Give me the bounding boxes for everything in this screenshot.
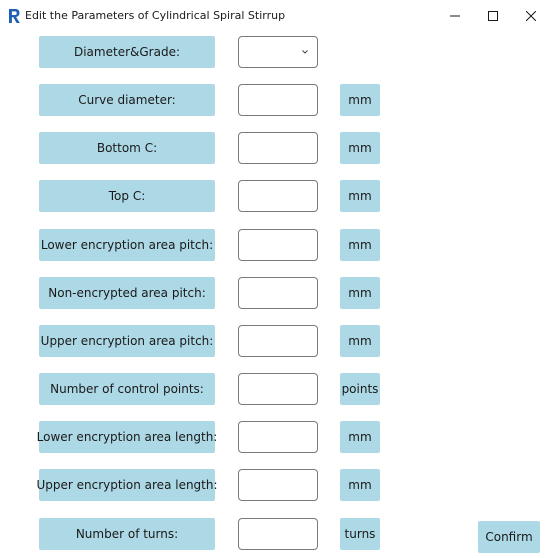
revit-r-icon	[7, 8, 21, 24]
diameter-grade-select[interactable]	[238, 36, 318, 68]
form-row-upper-encryption-length: Upper encryption area length: mm	[0, 469, 550, 501]
upper-encryption-pitch-label: Upper encryption area pitch:	[39, 325, 215, 357]
form-row-non-encrypted-pitch: Non-encrypted area pitch: mm	[0, 277, 550, 309]
form-row-number-of-turns: Number of turns: turns	[0, 518, 550, 550]
close-button[interactable]	[512, 0, 550, 31]
control-points-input[interactable]	[238, 373, 318, 405]
control-points-label: Number of control points:	[39, 373, 215, 405]
diameter-grade-label: Diameter&Grade:	[39, 36, 215, 68]
lower-encryption-pitch-unit: mm	[340, 229, 380, 261]
upper-encryption-pitch-unit: mm	[340, 325, 380, 357]
form-row-lower-encryption-length: Lower encryption area length: mm	[0, 421, 550, 453]
minimize-button[interactable]	[436, 0, 474, 31]
bottom-c-label: Bottom C:	[39, 132, 215, 164]
form-row-bottom-c: Bottom C: mm	[0, 132, 550, 164]
maximize-button[interactable]	[474, 0, 512, 31]
non-encrypted-pitch-unit: mm	[340, 277, 380, 309]
form-row-lower-encryption-pitch: Lower encryption area pitch: mm	[0, 229, 550, 261]
curve-diameter-label: Curve diameter:	[39, 84, 215, 116]
form-row-curve-diameter: Curve diameter: mm	[0, 84, 550, 116]
upper-encryption-length-label: Upper encryption area length:	[36, 469, 218, 501]
non-encrypted-pitch-label: Non-encrypted area pitch:	[39, 277, 215, 309]
curve-diameter-input[interactable]	[238, 84, 318, 116]
top-c-input[interactable]	[238, 180, 318, 212]
title-bar[interactable]: Edit the Parameters of Cylindrical Spira…	[0, 0, 550, 31]
lower-encryption-pitch-input[interactable]	[238, 229, 318, 261]
chevron-down-icon	[302, 50, 308, 54]
curve-diameter-unit: mm	[340, 84, 380, 116]
maximize-icon	[488, 10, 498, 21]
minimize-icon	[450, 15, 460, 16]
upper-encryption-length-input[interactable]	[238, 469, 318, 501]
number-of-turns-label: Number of turns:	[39, 518, 215, 550]
form-row-upper-encryption-pitch: Upper encryption area pitch: mm	[0, 325, 550, 357]
bottom-c-input[interactable]	[238, 132, 318, 164]
lower-encryption-length-unit: mm	[340, 421, 380, 453]
upper-encryption-pitch-input[interactable]	[238, 325, 318, 357]
number-of-turns-unit: turns	[340, 518, 380, 550]
window-title: Edit the Parameters of Cylindrical Spira…	[25, 9, 286, 22]
form-row-diameter-grade: Diameter&Grade:	[0, 36, 550, 68]
number-of-turns-input[interactable]	[238, 518, 318, 550]
lower-encryption-length-label: Lower encryption area length:	[37, 421, 217, 453]
top-c-unit: mm	[340, 180, 380, 212]
upper-encryption-length-unit: mm	[340, 469, 380, 501]
confirm-button[interactable]: Confirm	[478, 521, 540, 553]
control-points-unit: points	[340, 373, 380, 405]
close-icon	[526, 10, 536, 21]
bottom-c-unit: mm	[340, 132, 380, 164]
form-row-top-c: Top C: mm	[0, 180, 550, 212]
form-row-control-points: Number of control points: points	[0, 373, 550, 405]
lower-encryption-length-input[interactable]	[238, 421, 318, 453]
lower-encryption-pitch-label: Lower encryption area pitch:	[39, 229, 215, 261]
top-c-label: Top C:	[39, 180, 215, 212]
non-encrypted-pitch-input[interactable]	[238, 277, 318, 309]
